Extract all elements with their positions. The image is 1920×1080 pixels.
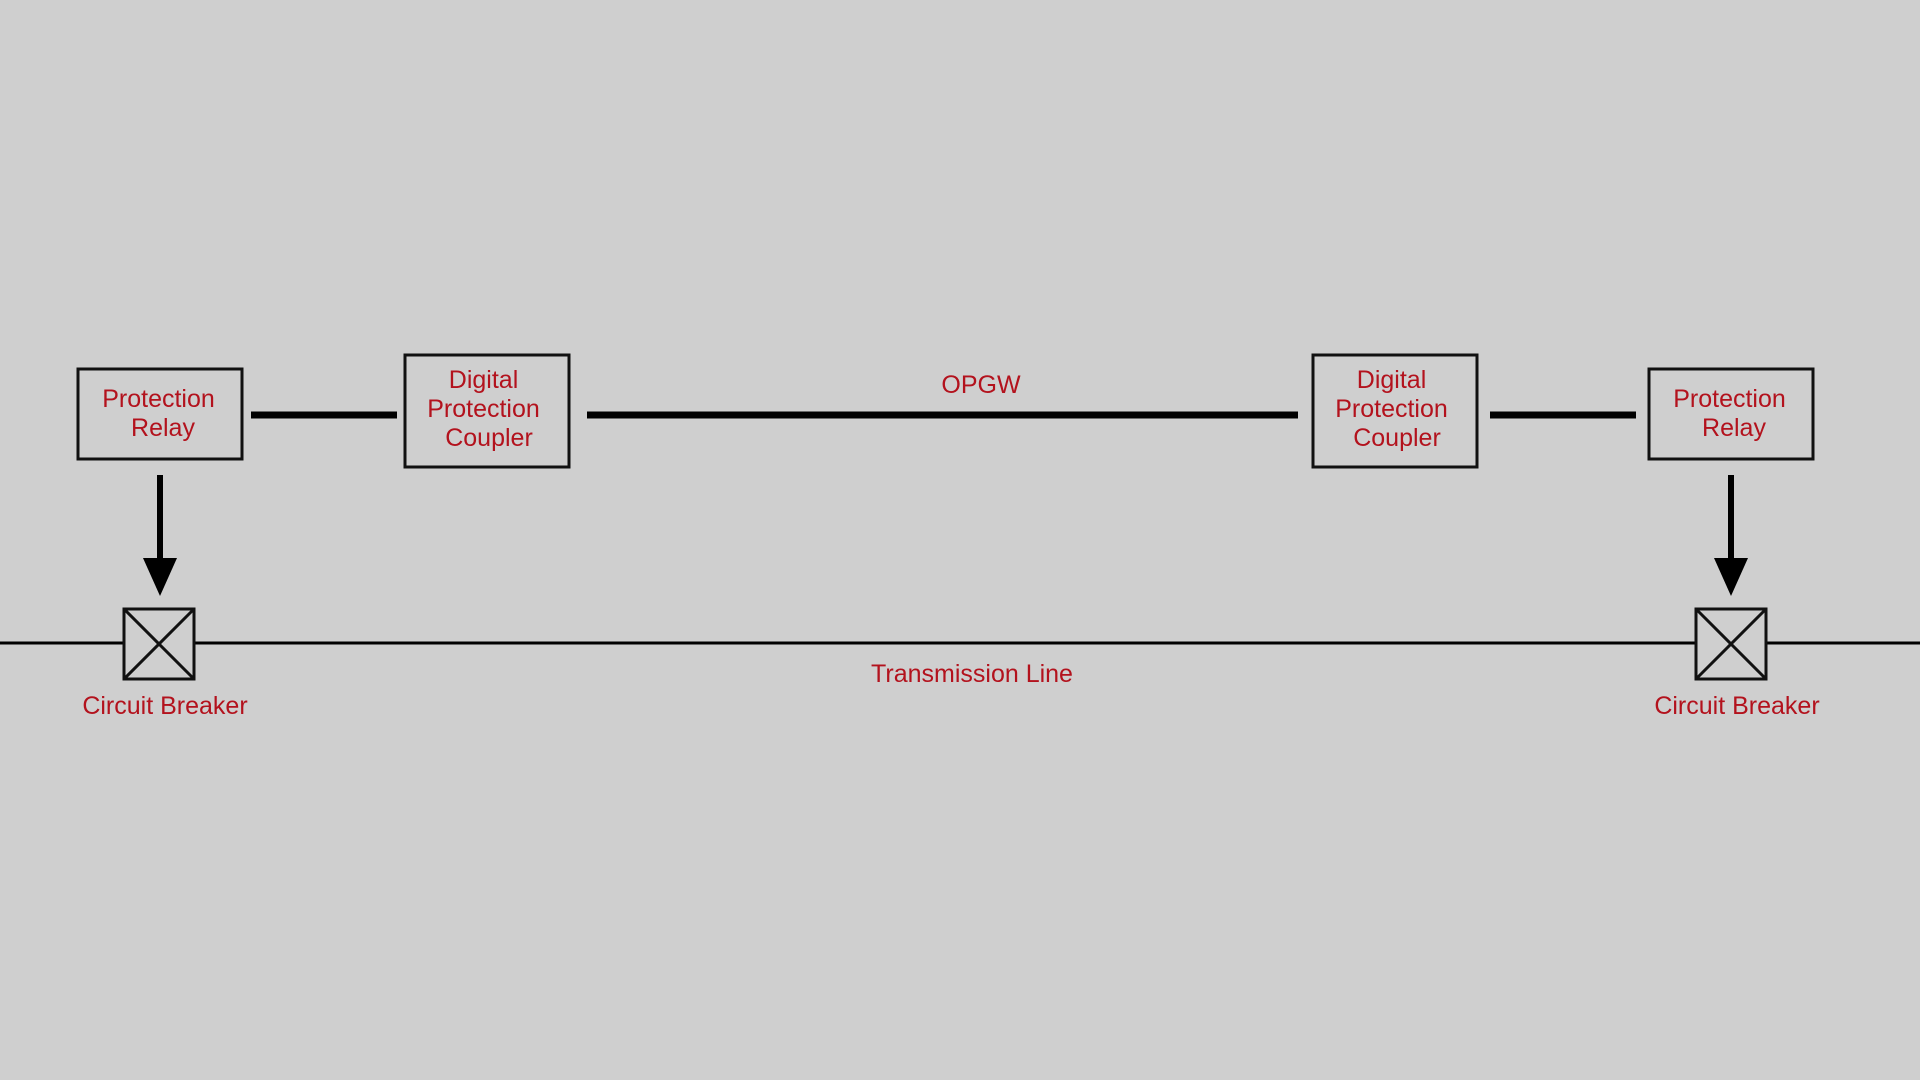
relay-left-line-1: Protection — [102, 385, 215, 413]
circuit-breaker-right — [1694, 607, 1768, 681]
coupler-right-box — [1311, 353, 1479, 469]
coupler-left-label: Digital Protection Coupler — [427, 366, 547, 452]
coupler-right-line-1: Digital — [1357, 366, 1426, 394]
protection-relay-right-label: Protection Relay — [1673, 385, 1793, 442]
coupler-left-line-2: Protection — [427, 395, 540, 423]
protection-relay-right-box — [1647, 367, 1815, 461]
relay-left-line-2: Relay — [131, 414, 195, 442]
trip-arrow-right — [1714, 475, 1748, 596]
protection-relay-left-box — [76, 367, 244, 461]
circuit-breaker-right-box — [1694, 607, 1768, 681]
circuit-breaker-left-box — [122, 607, 196, 681]
digital-protection-coupler-left: Digital Protection Coupler — [403, 353, 571, 469]
digital-protection-coupler-right: Digital Protection Coupler — [1311, 353, 1479, 469]
trip-arrow-left — [143, 475, 177, 596]
circuit-breaker-left-label: Circuit Breaker — [82, 692, 247, 720]
circuit-breaker-right-cross-2 — [1694, 607, 1768, 681]
protection-relay-left-label: Protection Relay — [102, 385, 222, 442]
circuit-breaker-right-label: Circuit Breaker — [1654, 692, 1819, 720]
transmission-line-label: Transmission Line — [871, 660, 1073, 688]
protection-relay-right: Protection Relay — [1647, 367, 1815, 461]
coupler-left-line-3: Coupler — [445, 424, 533, 452]
trip-arrow-left-head — [143, 558, 177, 596]
circuit-breaker-left — [122, 607, 196, 681]
coupler-right-line-2: Protection — [1335, 395, 1448, 423]
protection-relay-left: Protection Relay — [76, 367, 244, 461]
circuit-breaker-left-cross-2 — [122, 607, 196, 681]
relay-right-line-1: Protection — [1673, 385, 1786, 413]
opgw-label: OPGW — [941, 371, 1021, 399]
trip-arrow-right-head — [1714, 558, 1748, 596]
relay-right-line-2: Relay — [1702, 414, 1766, 442]
coupler-right-label: Digital Protection Coupler — [1335, 366, 1455, 452]
coupler-right-line-3: Coupler — [1353, 424, 1441, 452]
coupler-left-line-1: Digital — [449, 366, 518, 394]
coupler-left-box — [403, 353, 571, 469]
